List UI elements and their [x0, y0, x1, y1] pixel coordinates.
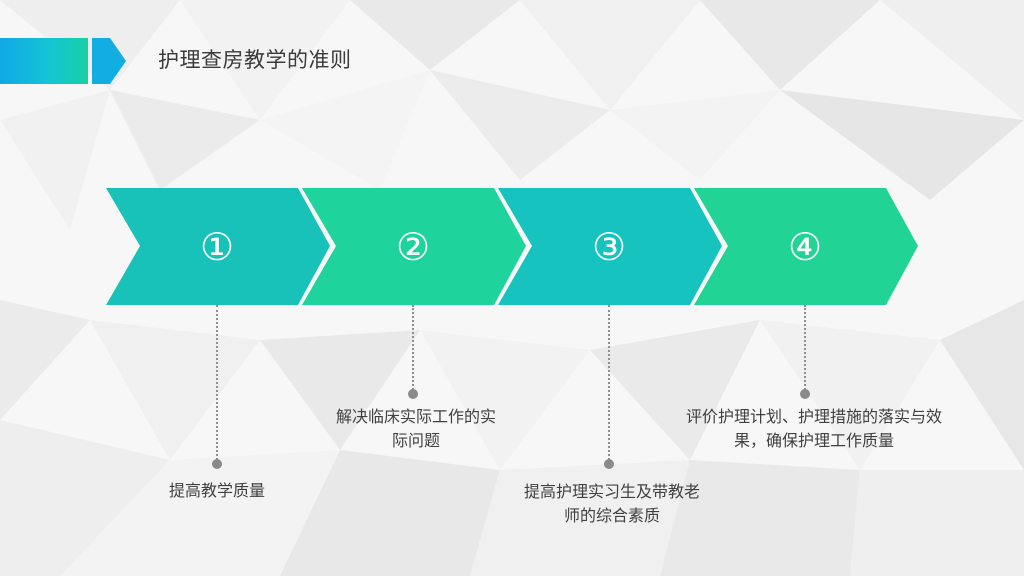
step-description-1: 提高教学质量	[168, 481, 265, 500]
header-accent-bar	[0, 38, 88, 84]
connector-line-4	[804, 305, 806, 390]
step-number-1: ①	[199, 225, 235, 269]
step-description-4: 评价护理计划、护理措施的落实与效果，确保护理工作质量	[685, 407, 942, 450]
chevron-step-2	[302, 188, 526, 305]
step-description-3: 提高护理实习生及带教老师的综合素质	[523, 482, 700, 525]
step-number-2: ②	[395, 225, 431, 269]
chevron-step-1	[106, 188, 330, 305]
step-number-4: ④	[787, 225, 823, 269]
step-number-3: ③	[591, 225, 627, 269]
connector-dot-3	[604, 459, 614, 469]
connector-line-2	[412, 305, 414, 390]
slide-title: 护理查房教学的准则	[158, 48, 352, 72]
connector-line-3	[608, 305, 610, 460]
chevron-step-3	[498, 188, 722, 305]
header-arrow-icon	[92, 38, 126, 84]
connector-dot-1	[212, 459, 222, 469]
connector-dot-2	[408, 389, 418, 399]
chevron-step-4	[694, 188, 918, 305]
step-description-2: 解决临床实际工作的实际问题	[336, 407, 497, 450]
connector-line-1	[216, 305, 218, 460]
connector-dot-4	[800, 389, 810, 399]
